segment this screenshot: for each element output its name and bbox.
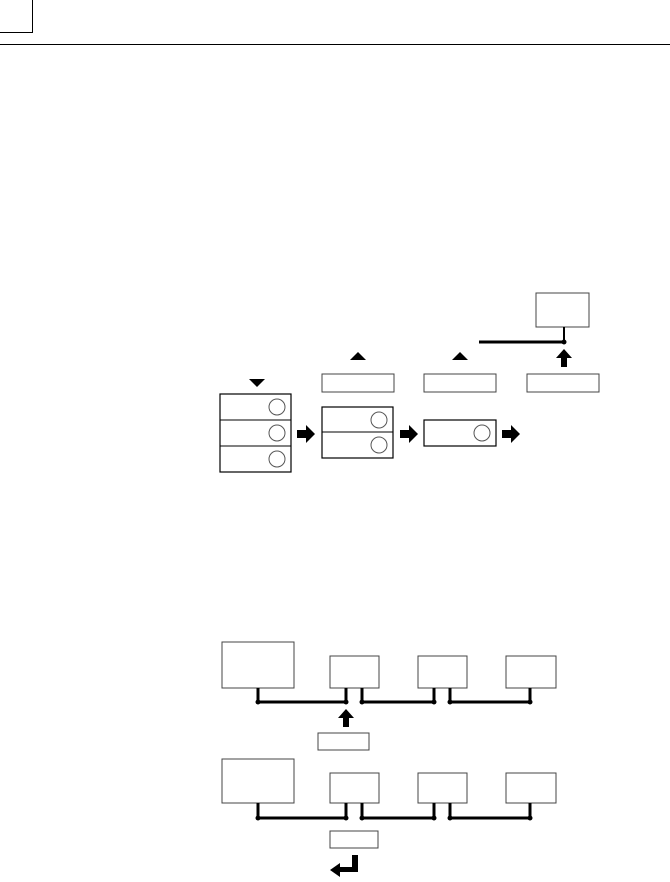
key-circle-icon bbox=[370, 436, 388, 454]
bus-segment bbox=[256, 688, 348, 704]
module-box bbox=[417, 655, 468, 689]
bus-segment bbox=[360, 803, 436, 820]
label-box bbox=[423, 373, 497, 393]
down-triangle-icon bbox=[249, 379, 265, 387]
module-large-box bbox=[221, 758, 295, 804]
top-diagram bbox=[219, 292, 600, 473]
module-box bbox=[505, 772, 557, 804]
key-circle-icon bbox=[268, 398, 286, 416]
connector-node bbox=[561, 339, 567, 345]
module-box bbox=[329, 772, 380, 804]
header-rule bbox=[0, 44, 670, 45]
key-circle-icon bbox=[370, 411, 388, 429]
key-stack-3 bbox=[423, 419, 497, 447]
module-box bbox=[505, 655, 557, 689]
key-stack-2 bbox=[321, 406, 394, 459]
module-box bbox=[329, 655, 380, 689]
bus-segment bbox=[360, 688, 436, 704]
bottom-diagram-row-2 bbox=[221, 758, 557, 877]
key-circle-icon bbox=[268, 450, 286, 468]
up-triangle-icon bbox=[452, 352, 468, 360]
right-arrow-icon bbox=[502, 425, 520, 443]
up-arrow-icon bbox=[556, 349, 572, 367]
bottom-diagram-row-1 bbox=[221, 641, 557, 751]
target-box bbox=[535, 292, 590, 328]
label-box bbox=[317, 732, 370, 751]
enter-arrow-icon bbox=[330, 855, 358, 877]
label-box bbox=[526, 373, 600, 393]
key-stack-1 bbox=[219, 393, 292, 473]
bus-segment bbox=[448, 688, 532, 704]
key-circle-icon bbox=[473, 424, 491, 442]
right-arrow-icon bbox=[297, 425, 315, 443]
label-box bbox=[321, 373, 395, 393]
up-arrow-icon bbox=[338, 709, 354, 727]
right-arrow-icon bbox=[400, 425, 418, 443]
bus-segment bbox=[448, 803, 532, 820]
bus-segment bbox=[256, 803, 348, 820]
up-triangle-icon bbox=[350, 352, 366, 360]
module-box bbox=[417, 772, 468, 804]
module-large-box bbox=[221, 641, 295, 689]
key-circle-icon bbox=[268, 424, 286, 442]
corner-marker-box bbox=[0, 0, 33, 33]
label-box bbox=[329, 830, 379, 849]
key-stack-frame bbox=[423, 419, 497, 447]
